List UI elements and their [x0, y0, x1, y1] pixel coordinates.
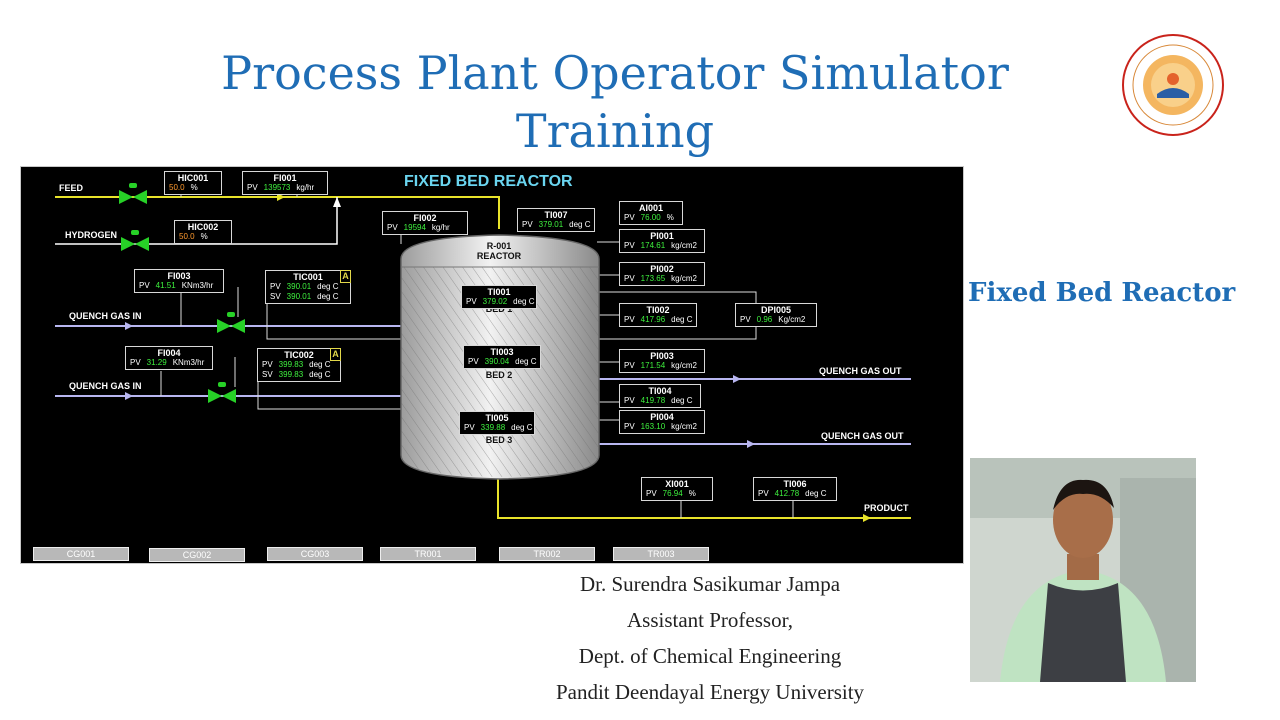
hydrogen-label: HYDROGEN: [65, 230, 118, 240]
tic001-auto-mode-badge[interactable]: A: [340, 270, 351, 283]
reactor-label: R-001 REACTOR: [469, 241, 529, 261]
title-line-2: Training: [515, 104, 715, 158]
tic002-auto-mode-badge[interactable]: A: [330, 348, 341, 361]
product-label: PRODUCT: [864, 503, 909, 513]
presenter-university: Pandit Deendayal Energy University: [555, 680, 865, 704]
nav-button-tr002[interactable]: TR002: [499, 547, 595, 561]
presenter-role: Assistant Professor,: [627, 608, 793, 632]
quench-gas-in-label-2: QUENCH GAS IN: [69, 381, 142, 391]
title-line-1: Process Plant Operator Simulator: [221, 46, 1009, 100]
nav-button-cg003[interactable]: CG003: [267, 547, 363, 561]
quench-gas-out-label-1: QUENCH GAS OUT: [819, 366, 902, 376]
quench-gas-out-label-2: QUENCH GAS OUT: [821, 431, 904, 441]
bed-3-label: BED 3: [485, 435, 513, 445]
bed-2-label: BED 2: [485, 370, 513, 380]
reactor-name: REACTOR: [476, 251, 522, 261]
fixed-bed-reactor-caption: Fixed Bed Reactor: [968, 278, 1236, 308]
presenter-department: Dept. of Chemical Engineering: [578, 644, 842, 668]
screen-title: FIXED BED REACTOR: [404, 173, 573, 190]
hic002-faceplate[interactable]: HIC002 50.0%: [174, 220, 232, 244]
nav-button-tr001[interactable]: TR001: [380, 547, 476, 561]
hmi-process-screen: FIXED BED REACTOR FEED HYDROGEN QUENCH G…: [20, 166, 964, 564]
presenter-name: Dr. Surendra Sasikumar Jampa: [579, 572, 841, 596]
university-seal-logo: [1120, 32, 1226, 138]
slide-title: Process Plant Operator Simulator Trainin…: [120, 44, 1110, 160]
presenter-photo: [970, 458, 1196, 682]
nav-button-cg002[interactable]: CG002: [149, 548, 245, 562]
feed-label: FEED: [59, 183, 84, 193]
quench-gas-in-label-1: QUENCH GAS IN: [69, 311, 142, 321]
nav-button-tr003[interactable]: TR003: [613, 547, 709, 561]
bed-1-label: BED 1: [485, 304, 513, 314]
hic001-faceplate[interactable]: HIC001 50.0%: [164, 171, 222, 195]
reactor-tag: R-001: [486, 241, 512, 251]
nav-button-cg001[interactable]: CG001: [33, 547, 129, 561]
